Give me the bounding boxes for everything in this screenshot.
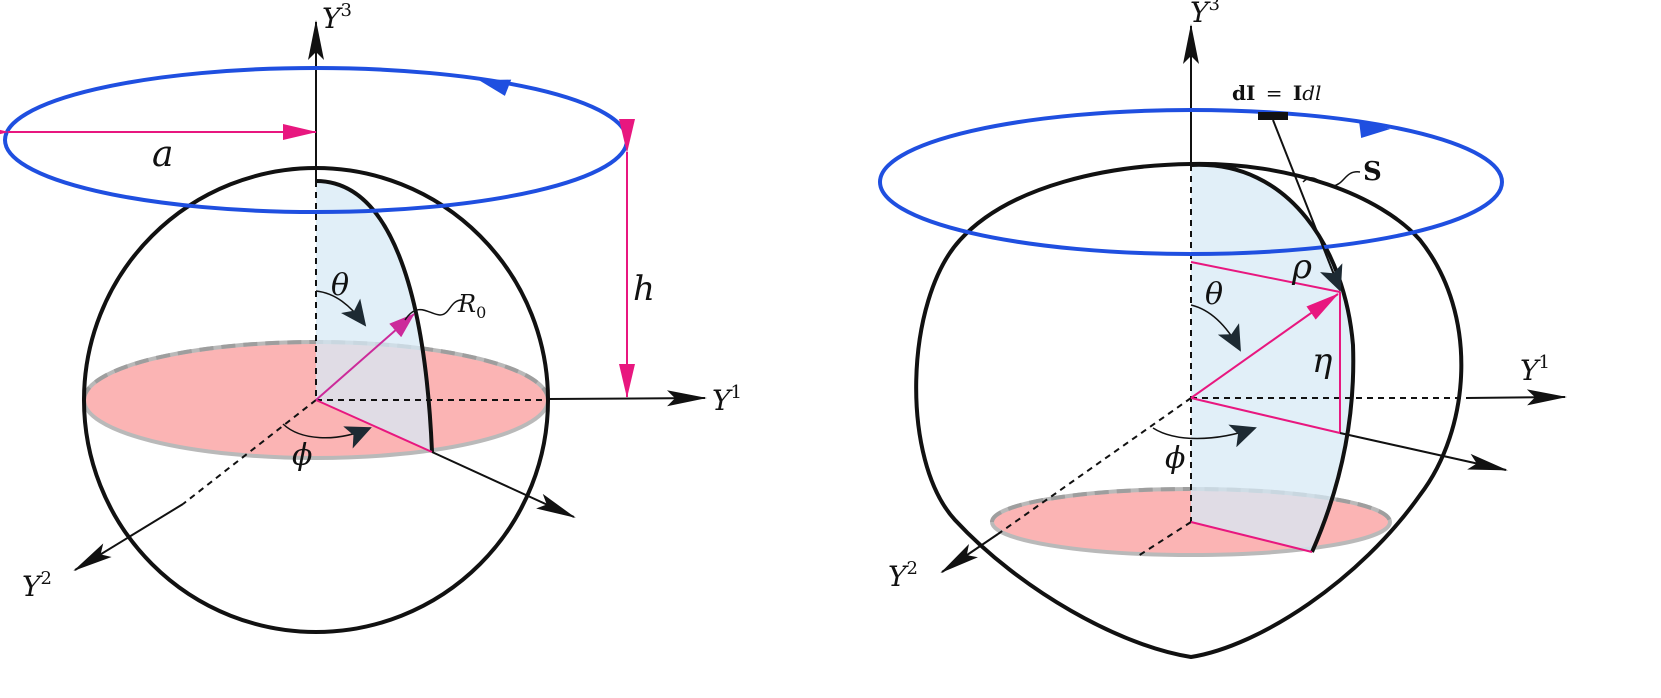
right-base-line <box>1190 521 1313 553</box>
right-position-vector <box>1190 293 1339 399</box>
rho-label: ρ <box>1291 247 1312 287</box>
right-projection-line <box>1190 397 1341 434</box>
current-element-label: dI = Idl <box>1232 81 1321 105</box>
left-meridian-arc <box>315 179 434 453</box>
right-y1-axis <box>1465 389 1567 406</box>
right-current-loop <box>878 108 1504 256</box>
left-y3-label: Y3 <box>322 0 352 35</box>
right-theta-label: θ <box>1205 277 1223 312</box>
left-loop-arrow <box>478 79 512 96</box>
right-meridian-curve <box>1190 162 1356 553</box>
left-radial-direction <box>431 451 576 518</box>
left-r0-label: R0 <box>457 290 486 322</box>
left-theta-label: θ <box>331 268 349 303</box>
right-figure: Y3 Y1 Y2 dI = Idl S ρ η θ ϕ <box>878 0 1567 660</box>
eta-label: η <box>1312 341 1333 381</box>
left-figure: Y3 Y1 Y2 a h θ ϕ R0 <box>0 0 742 634</box>
right-radial-direction <box>1339 432 1508 471</box>
right-y2-label: Y2 <box>888 558 918 593</box>
left-height-label: h <box>633 269 655 309</box>
left-r0-vector <box>315 313 415 401</box>
right-phi-label: ϕ <box>1165 441 1185 476</box>
left-phi-arc <box>282 423 372 449</box>
right-surface-outline <box>914 161 1464 660</box>
right-loop-arrow <box>1358 120 1391 138</box>
left-y1-label: Y1 <box>712 382 742 417</box>
left-meridian-sector <box>316 181 432 452</box>
left-radius-label: a <box>152 134 173 175</box>
right-y3-label: Y3 <box>1190 0 1220 29</box>
left-projection-line <box>315 399 433 453</box>
s-label: S <box>1363 157 1382 187</box>
right-y1-label: Y1 <box>1520 352 1550 387</box>
current-element <box>1258 112 1288 120</box>
left-y2-label: Y2 <box>22 568 52 603</box>
separation-vector <box>1272 119 1343 292</box>
left-r0-squiggle <box>404 299 463 321</box>
left-y1-axis <box>547 390 707 407</box>
right-y2-axis <box>940 533 999 574</box>
left-y2-axis <box>73 503 184 572</box>
left-theta-arc <box>315 290 367 327</box>
right-phi-arc <box>1152 424 1257 448</box>
right-meridian-sector <box>1191 164 1354 552</box>
right-top-chord <box>1190 261 1341 293</box>
left-phi-label: ϕ <box>292 438 312 473</box>
right-theta-arc <box>1190 304 1241 352</box>
s-squiggle <box>1302 171 1361 187</box>
